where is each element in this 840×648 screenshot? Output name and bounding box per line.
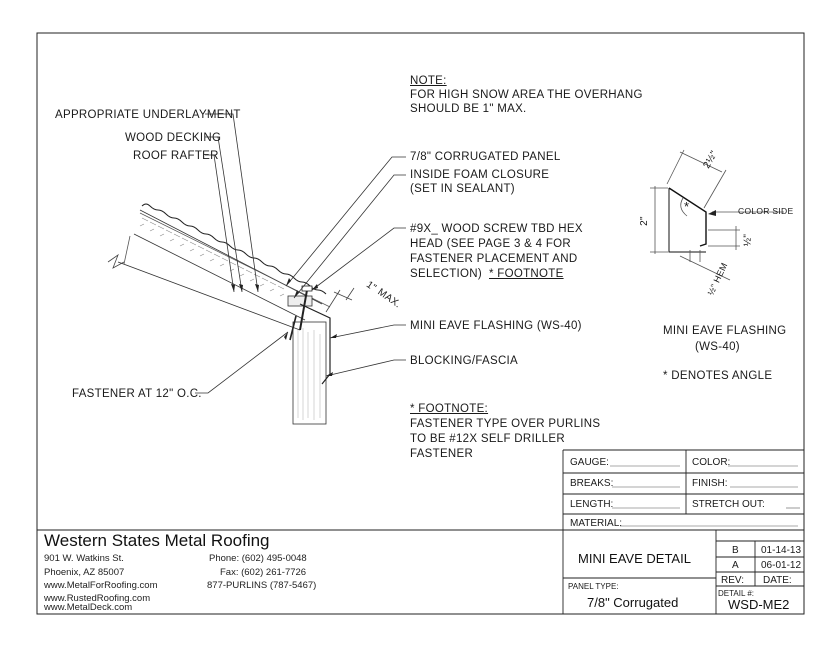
company-toll-free: 877-PURLINS (787-5467) bbox=[207, 580, 317, 591]
spec-length-label: LENGTH: bbox=[570, 499, 614, 510]
profile-angle-mark: * bbox=[684, 199, 690, 214]
title-block-lines bbox=[37, 449, 804, 614]
rafter-bottom-edge bbox=[117, 261, 301, 331]
date-label: DATE: bbox=[763, 575, 792, 586]
footnote-line-3: FASTENER bbox=[410, 448, 474, 460]
leader-lines bbox=[195, 113, 406, 394]
detail-number: WSD-ME2 bbox=[728, 597, 790, 612]
sheet-border bbox=[36, 32, 805, 615]
rev-b-date: 01-14-13 bbox=[761, 545, 802, 556]
profile-color-side: COLOR SIDE bbox=[738, 206, 794, 216]
company-name: Western States Metal Roofing bbox=[44, 531, 270, 550]
profile-dim-right: ½" bbox=[742, 233, 754, 247]
callout-foam-closure-note: (SET IN SEALANT) bbox=[410, 183, 515, 195]
rev-b: B bbox=[732, 545, 739, 556]
break-line bbox=[107, 253, 125, 269]
callout-screw-2: HEAD (SEE PAGE 3 & 4 FOR bbox=[410, 238, 572, 250]
spec-breaks-label: BREAKS: bbox=[570, 478, 614, 489]
spec-blanks bbox=[610, 465, 800, 527]
company-phone: Phone: (602) 495-0048 bbox=[209, 553, 307, 564]
company-address-2: Phoenix, AZ 85007 bbox=[44, 567, 125, 578]
panel-type-value: 7/8" Corrugated bbox=[587, 595, 679, 610]
eave-flashing bbox=[299, 303, 331, 385]
callout-eave-flashing: MINI EAVE FLASHING (WS-40) bbox=[410, 320, 582, 332]
callout-underlayment: APPROPRIATE UNDERLAYMENT bbox=[55, 109, 241, 121]
note-line-2: SHOULD BE 1" MAX. bbox=[410, 103, 527, 115]
spec-stretch-label: STRETCH OUT: bbox=[692, 499, 765, 510]
leader-arrowheads bbox=[231, 278, 337, 376]
note-heading: NOTE: bbox=[410, 75, 447, 87]
callout-screw-1: #9X_ WOOD SCREW TBD HEX bbox=[410, 223, 583, 235]
company-address-1: 901 W. Watkins St. bbox=[44, 553, 124, 564]
corrugated-panel bbox=[141, 203, 327, 295]
spec-color-label: COLOR: bbox=[692, 457, 731, 468]
profile-dim-left: 2" bbox=[638, 216, 650, 226]
rev-a: A bbox=[732, 560, 739, 571]
note-line-1: FOR HIGH SNOW AREA THE OVERHANG bbox=[410, 89, 643, 101]
spec-gauge-label: GAUGE: bbox=[570, 457, 609, 468]
callout-screw-4-text: SELECTION) bbox=[410, 268, 483, 280]
company-website-2: www.RustedRoofing.com bbox=[44, 593, 151, 604]
rev-a-date: 06-01-12 bbox=[761, 560, 802, 571]
spec-material-label: MATERIAL: bbox=[570, 518, 623, 529]
fascia-board bbox=[292, 321, 327, 425]
profile-title-2: (WS-40) bbox=[695, 341, 740, 353]
eave-section-drawing bbox=[107, 203, 355, 425]
footnote-heading: * FOOTNOTE: bbox=[410, 403, 489, 415]
callout-roof-rafter: ROOF RAFTER bbox=[133, 150, 219, 162]
company-website-1: www.MetalForRoofing.com bbox=[44, 580, 158, 591]
callout-screw-footnote-ref: * FOOTNOTE bbox=[489, 268, 564, 280]
profile-angle-note: * DENOTES ANGLE bbox=[663, 370, 773, 382]
fascia-grain bbox=[297, 328, 321, 420]
company-website-3: www.MetalDeck.com bbox=[44, 602, 133, 613]
flashing-profile bbox=[650, 149, 784, 281]
flashing-fastener bbox=[289, 315, 297, 341]
callout-wood-decking: WOOD DECKING bbox=[125, 132, 222, 144]
panel-type-label: PANEL TYPE: bbox=[568, 582, 619, 591]
callout-screw-3: FASTENER PLACEMENT AND bbox=[410, 253, 578, 265]
callout-blocking-fascia: BLOCKING/FASCIA bbox=[410, 355, 519, 367]
profile-shape bbox=[668, 187, 707, 247]
callout-corrugated-panel: 7/8" CORRUGATED PANEL bbox=[410, 151, 561, 163]
company-fax: Fax: (602) 261-7726 bbox=[220, 567, 307, 578]
rev-label: REV: bbox=[721, 575, 744, 586]
drawing-title: MINI EAVE DETAIL bbox=[578, 551, 691, 566]
profile-title-1: MINI EAVE FLASHING bbox=[663, 325, 787, 337]
callout-screw-4: SELECTION) * FOOTNOTE bbox=[410, 267, 564, 281]
callout-foam-closure: INSIDE FOAM CLOSURE bbox=[410, 169, 550, 181]
callout-fastener: FASTENER AT 12" O.C. bbox=[72, 388, 202, 400]
detail-number-label: DETAIL #: bbox=[718, 589, 755, 598]
spec-finish-label: FINISH: bbox=[692, 478, 728, 489]
wood-screw bbox=[299, 289, 308, 331]
foam-closure bbox=[287, 295, 313, 307]
decking-bottom bbox=[133, 233, 306, 321]
footnote-line-1: FASTENER TYPE OVER PURLINS bbox=[410, 418, 601, 430]
footnote-line-2: TO BE #12X SELF DRILLER bbox=[410, 433, 565, 445]
decking-hatch bbox=[139, 217, 285, 297]
